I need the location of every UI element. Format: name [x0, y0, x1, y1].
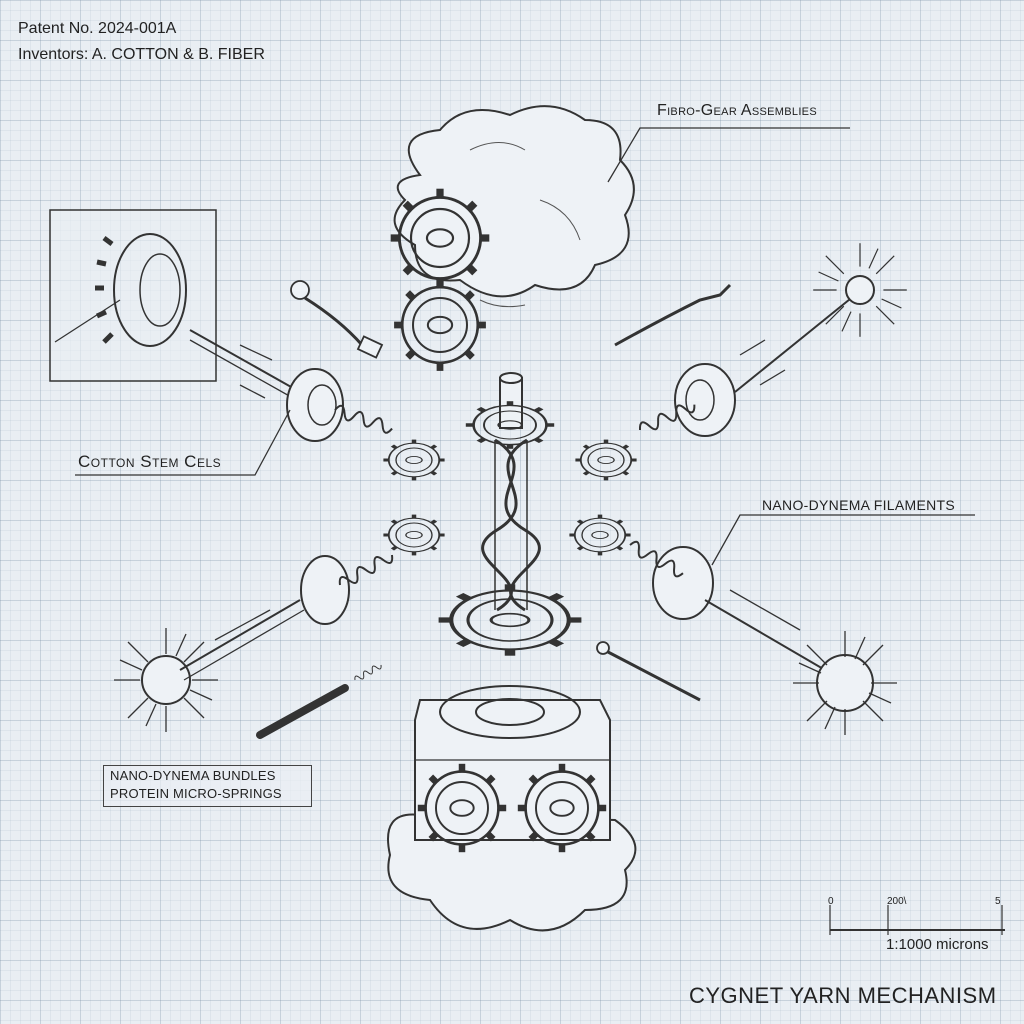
inventors-line: Inventors: A. COTTON & B. FIBER [18, 46, 265, 63]
label-cotton-stem: Cotton Stem Cels [78, 452, 222, 471]
loose-components [256, 280, 732, 739]
scale-mid-label: 200\ [887, 896, 907, 907]
upper-left-rod [189, 329, 445, 480]
upper-right-rod [575, 242, 908, 480]
diagram-title: CYGNET YARN MECHANISM [689, 983, 997, 1008]
central-twisted-shaft [439, 372, 582, 656]
fibro-gear-cloud [391, 105, 635, 371]
filaments-leader-line [711, 514, 975, 566]
scale-text: 1:1000 microns [886, 936, 989, 953]
label-fibro-gear: Fibro-Gear Assemblies [657, 102, 817, 119]
label-nano-filaments: NANO-DYNEMA FILAMENTS [762, 497, 955, 513]
lower-right-rod [569, 515, 898, 736]
inset-detail-box [49, 209, 217, 382]
scale-start-label: 0 [828, 896, 834, 907]
scale-bar [829, 905, 1005, 935]
label-micro-springs: PROTEIN MICRO-SPRINGS [110, 786, 282, 801]
cotton-leader-line [75, 409, 291, 476]
scale-end-label: 5 [995, 896, 1001, 907]
label-box-bundles [103, 765, 312, 807]
fibro-leader-line [607, 127, 850, 183]
label-nano-bundles: NANO-DYNEMA BUNDLES [110, 768, 276, 783]
patent-number: Patent No. 2024-001A [18, 20, 177, 37]
base-gear-block [387, 685, 637, 932]
lower-left-rod [113, 515, 445, 733]
